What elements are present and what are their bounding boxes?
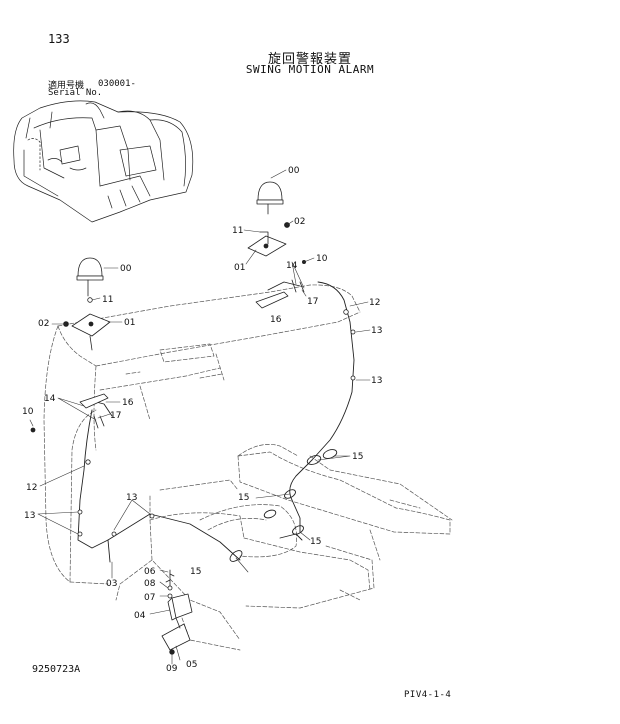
- page-number: 133: [48, 32, 70, 46]
- callout-15-lower-left: 15: [190, 567, 201, 577]
- clamps: [229, 449, 338, 562]
- callout-15-middle: 15: [238, 493, 249, 503]
- document-id: 9250723A: [32, 664, 81, 675]
- serial-label: Serial No.: [48, 88, 103, 98]
- wiring-harness: [77, 281, 355, 563]
- callout-15-right: 15: [352, 452, 363, 462]
- callout-03: 03: [106, 579, 117, 589]
- page-title: SWING MOTION ALARM: [245, 63, 375, 76]
- callout-17-upper: 17: [307, 297, 318, 307]
- callout-13-right-a: 13: [371, 326, 382, 336]
- page-title-japanese: 旋回警報装置: [267, 52, 352, 67]
- callout-14-left: 14: [44, 394, 56, 404]
- callout-10-upper: 10: [316, 254, 328, 264]
- callout-08: 08: [144, 579, 156, 589]
- callout-16-upper: 16: [270, 315, 282, 325]
- callout-02-left: 02: [38, 319, 49, 329]
- callout-12-upper: 12: [369, 298, 380, 308]
- leader-lines: [29, 169, 371, 665]
- callout-16-left: 16: [122, 398, 134, 408]
- callout-14-upper: 14: [286, 261, 298, 271]
- callout-01-left: 01: [124, 318, 135, 328]
- alarm-lamp-left: [63, 257, 111, 351]
- callout-01-upper: 01: [234, 263, 245, 273]
- serial-label-japanese: 適用号機: [48, 81, 85, 91]
- callout-labels: 00 02 11 01 14 10 17 16 12 13 13 15 15 1…: [22, 166, 382, 674]
- callout-13-left: 13: [24, 511, 35, 521]
- upper-structure-outline: [43, 284, 361, 585]
- callout-07: 07: [144, 593, 155, 603]
- callout-10-left: 10: [22, 407, 34, 417]
- callout-05: 05: [186, 660, 197, 670]
- callout-02-upper: 02: [294, 217, 305, 227]
- serial-number: 030001-: [98, 79, 136, 89]
- callout-04: 04: [134, 611, 146, 621]
- bracket-upper: [255, 259, 306, 309]
- callout-13-right-b: 13: [371, 376, 382, 386]
- callout-17-left: 17: [110, 411, 121, 421]
- callout-15-lower-right: 15: [310, 537, 321, 547]
- bracket-left: [30, 393, 109, 433]
- callout-12-left: 12: [26, 483, 37, 493]
- callout-09: 09: [166, 664, 178, 674]
- callout-00-upper: 00: [288, 166, 300, 176]
- machine-thumbnail: [13, 100, 194, 223]
- lower-frame-outline: [115, 444, 453, 651]
- buzzer-assembly: [161, 569, 193, 655]
- callout-11-upper: 11: [232, 226, 243, 236]
- callout-06: 06: [144, 567, 156, 577]
- callout-13-center: 13: [126, 493, 137, 503]
- callout-00-left: 00: [120, 264, 132, 274]
- page-code: PIV4-1-4: [404, 690, 452, 700]
- alarm-lamp-upper: [247, 181, 290, 257]
- callout-11-left: 11: [102, 295, 113, 305]
